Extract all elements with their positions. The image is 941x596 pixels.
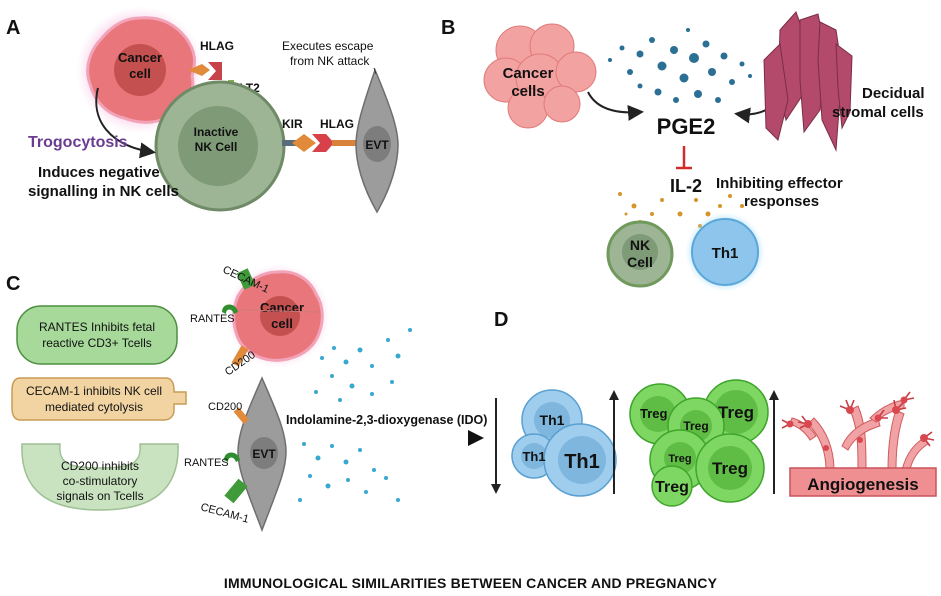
panel-c-letter: C (6, 273, 20, 295)
angiogenesis-label: Angiogenesis (807, 475, 918, 494)
cancer-cell-c-divider (235, 309, 321, 313)
evt-c-nucleus (250, 437, 278, 469)
hlag-binding-top (208, 62, 222, 80)
th1-cell-3-nucleus (558, 436, 606, 484)
panel-d: D Th1 Th1 Th1 Treg (491, 309, 937, 507)
cecam1-receptor-top (236, 268, 256, 290)
th1-d-label-3: Th1 (564, 451, 600, 473)
treg-cell-2-nucleus (714, 390, 758, 434)
cancer-to-pge2-arrow (587, 91, 644, 121)
treg-label-6: Treg (655, 479, 689, 496)
cecam1-receptor-bottom (224, 478, 248, 504)
th1-down-arrowhead (491, 484, 501, 494)
rantes-receptor-top (222, 304, 238, 314)
nk-cell-nucleus (178, 106, 258, 186)
treg-label-4: Treg (668, 453, 691, 465)
cancer-cell-c-nucleus (260, 296, 300, 336)
hlag-label-mid: HLAG (320, 117, 354, 131)
treg-label-1: Treg (640, 406, 668, 421)
hlag-receptor-top (188, 64, 210, 76)
rantes-top-label: RANTES (190, 313, 235, 325)
rantes-bottom-label: RANTES (184, 457, 229, 469)
cecam1-bottom-label: CECAM-1 (199, 501, 250, 525)
th1-d-label-2: Th1 (522, 449, 545, 464)
pge2-particles (608, 28, 752, 103)
th1-b-label: Th1 (712, 245, 739, 262)
treg-label-2: Treg (718, 403, 754, 422)
th1-d-label-1: Th1 (540, 412, 565, 428)
treg-label-5: Treg (712, 459, 748, 478)
cancer-cells-cluster (483, 23, 597, 129)
evt-nucleus-a (363, 126, 391, 162)
evt-c-label: EVT (252, 447, 276, 461)
treg-cell-6 (651, 465, 693, 507)
evt-label-a: EVT (365, 138, 389, 152)
decidual-stromal-cells (763, 11, 853, 152)
treg-label-3: Treg (683, 419, 708, 433)
treg-cell-5-nucleus (708, 446, 752, 490)
cd200-receptor-bottom (233, 407, 250, 425)
panel-a-letter: A (6, 17, 20, 39)
ido-label: Indolamine-2,3-dioxygenase (IDO) (286, 413, 487, 427)
il2-label: IL-2 (670, 176, 702, 196)
kir-receptor (292, 134, 316, 152)
panel-d-letter: D (494, 309, 508, 331)
angiogenesis-up-arrowhead (769, 390, 779, 400)
cd200-info-box (21, 443, 179, 511)
ido-arrow-head (468, 430, 484, 446)
vessel-base (789, 467, 937, 497)
hlag-stalk (332, 140, 360, 146)
cd200-receptor-top (231, 345, 249, 367)
ido-particles (298, 328, 412, 502)
rantes-info-box (16, 305, 178, 365)
cd200-bottom-label: CD200 (208, 401, 242, 413)
treg-up-arrowhead (609, 390, 619, 400)
vessel-nodes (786, 396, 928, 451)
escape-pointer (373, 67, 377, 75)
trogocytosis-label: Trogocytosis (28, 134, 128, 151)
figure-caption: IMMUNOLOGICAL SIMILARITIES BETWEEN CANCE… (223, 575, 718, 591)
panel-b-letter: B (441, 17, 455, 39)
treg-cluster (629, 379, 769, 507)
cecam-info-box (11, 377, 187, 421)
kir-label: KIR (282, 117, 303, 131)
hlag-label-top: HLAG (200, 39, 234, 53)
cancer-cell-nucleus (114, 44, 166, 96)
rantes-receptor-bottom (224, 452, 240, 462)
pge2-label: PGE2 (657, 114, 716, 139)
blood-vessel (789, 399, 929, 471)
hlag-binding-mid (312, 134, 334, 152)
th1-cell-2-nucleus (521, 443, 547, 469)
trogocytosis-arrow (95, 87, 156, 159)
th1-cell-b (691, 218, 759, 286)
treg-cell-1-nucleus (640, 396, 676, 432)
nk-cell-b-nucleus (622, 234, 658, 270)
